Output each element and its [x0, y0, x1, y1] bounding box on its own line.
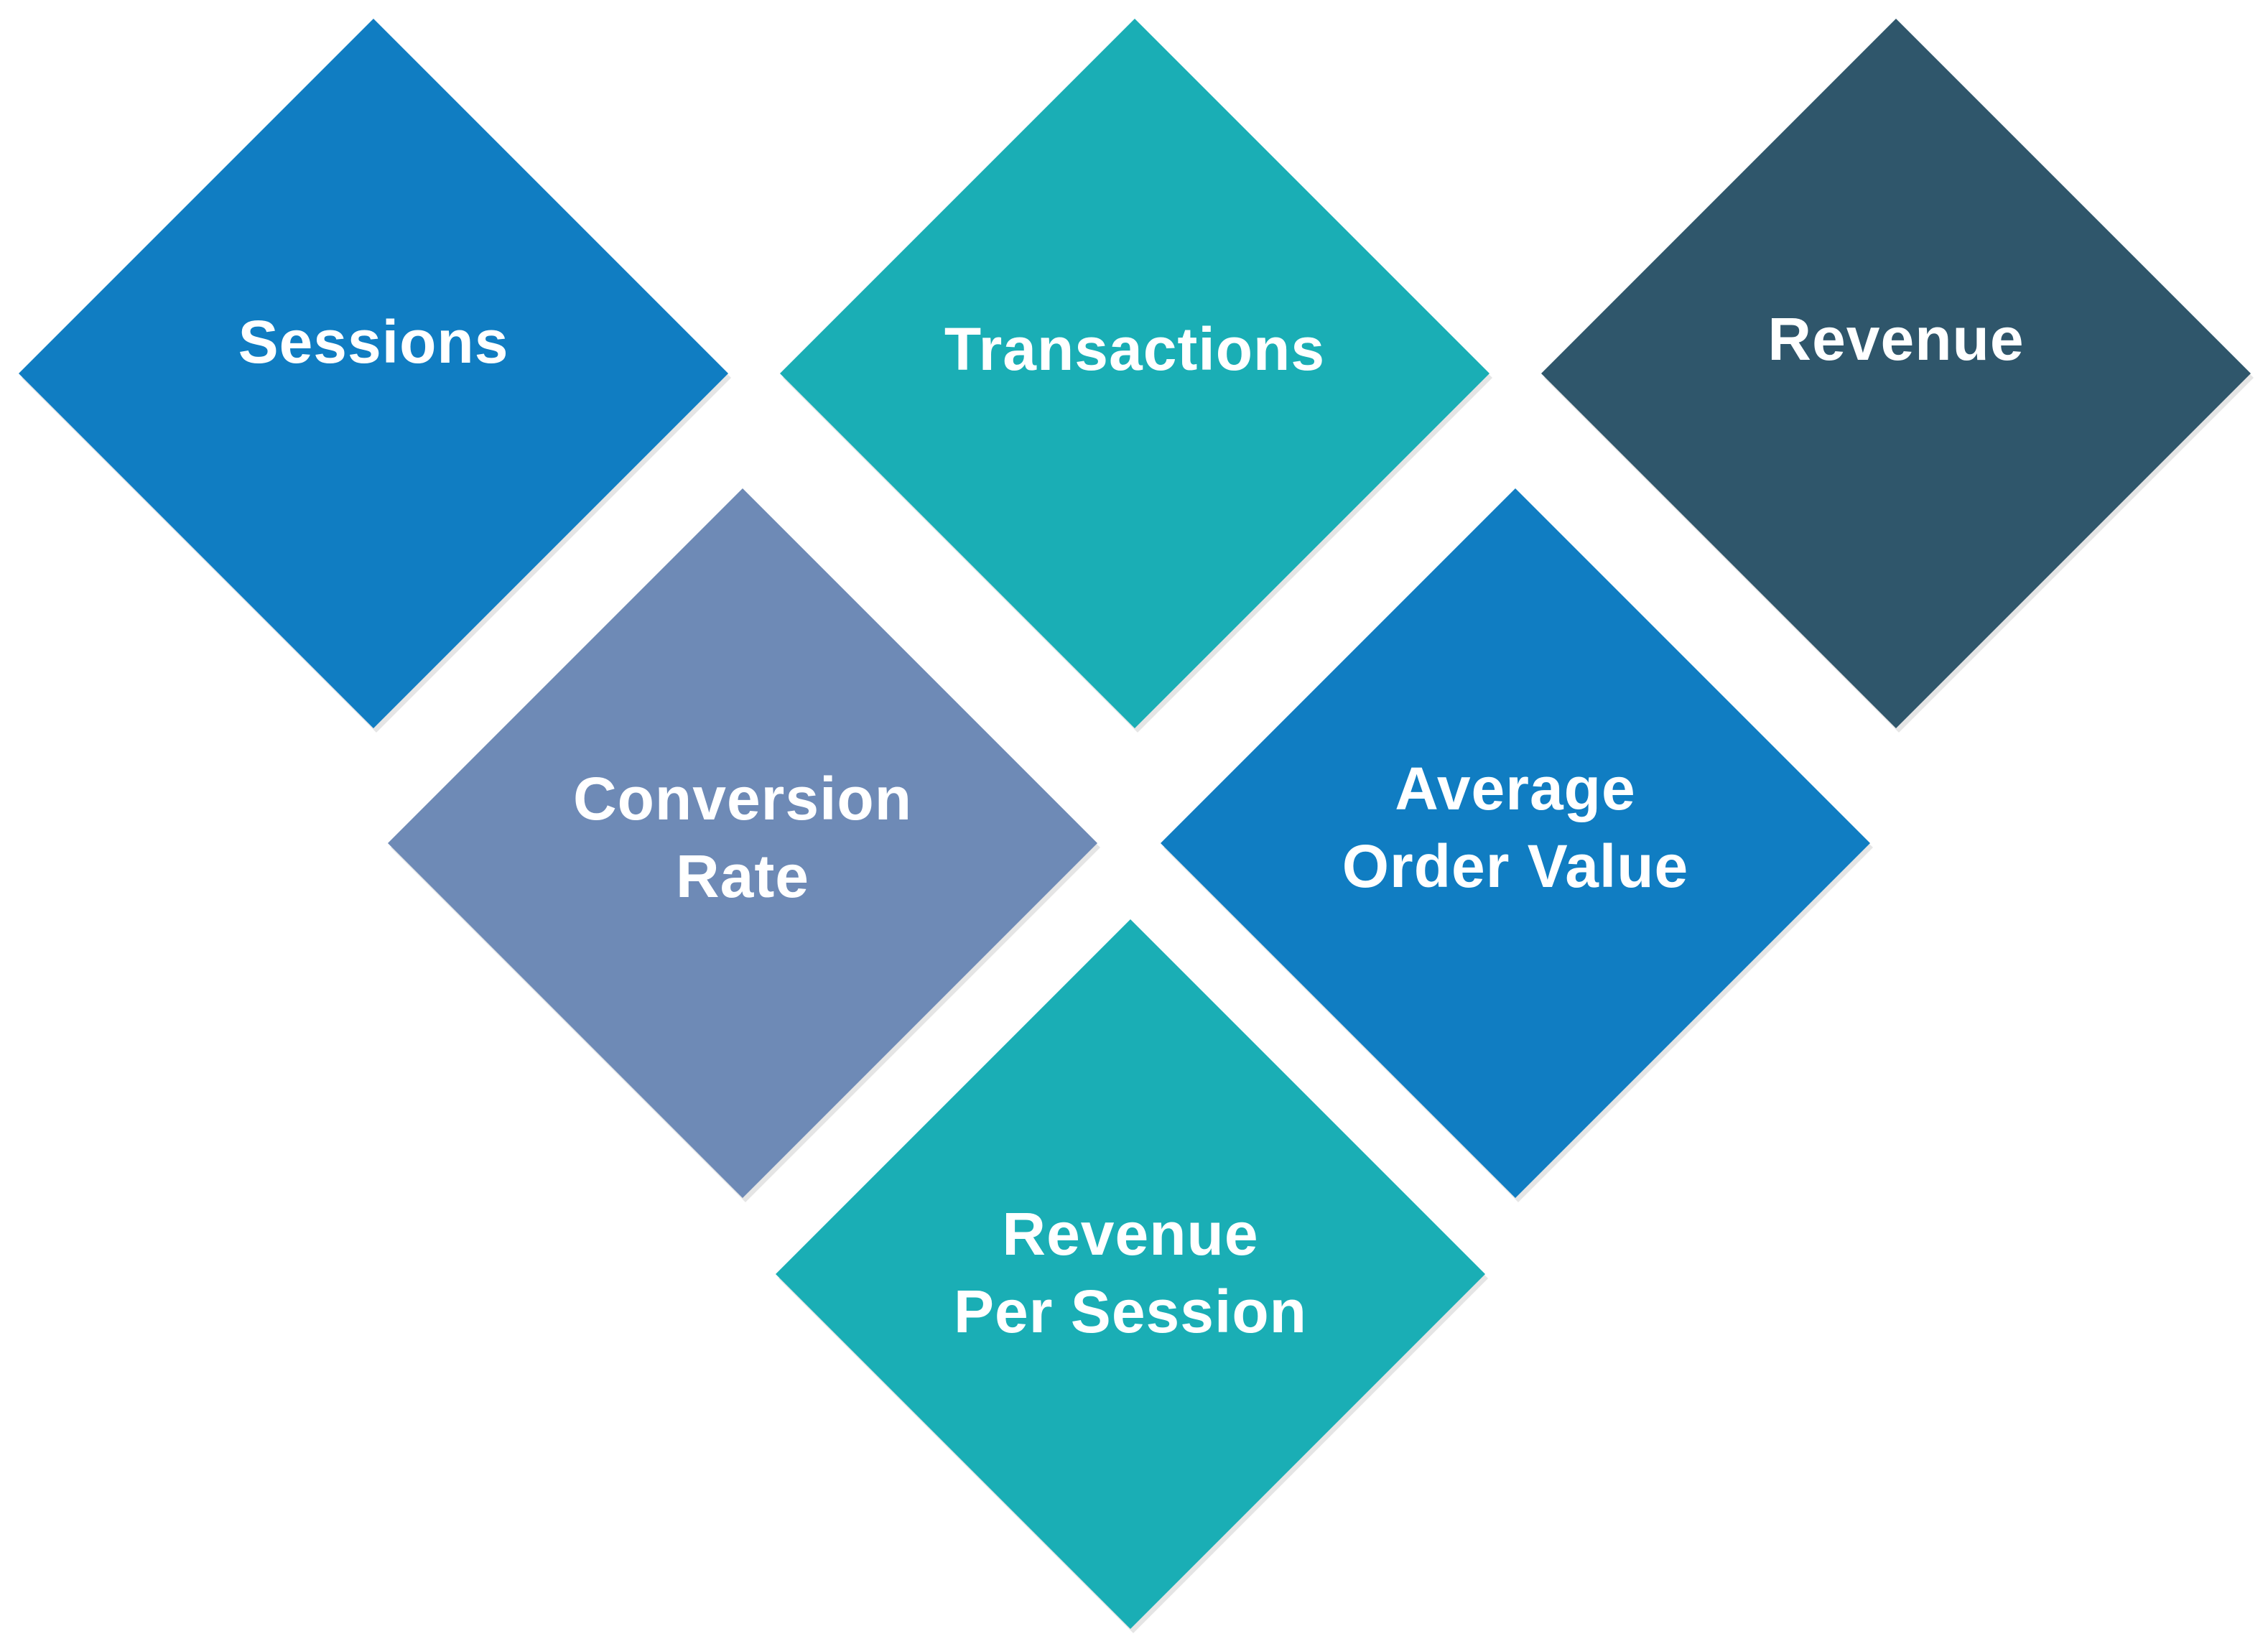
revenue-per-session-diamond: Revenue Per Session: [776, 919, 1488, 1633]
label-line: Conversion: [572, 765, 913, 832]
sessions-label: Sessions: [19, 303, 728, 381]
revenue-per-session-label: Revenue Per Session: [776, 1195, 1485, 1350]
revenue-label: Revenue: [1541, 300, 2251, 378]
sessions-diamond: Sessions: [19, 19, 731, 733]
label-line: Transactions: [944, 315, 1326, 383]
label-line: Rate: [675, 842, 810, 910]
conversion-rate-label: Conversion Rate: [388, 760, 1097, 915]
revenue-diamond: Revenue: [1541, 19, 2254, 733]
label-line: Order Value: [1342, 832, 1689, 900]
label-line: Revenue: [1002, 1200, 1259, 1268]
transactions-label: Transactions: [780, 310, 1489, 388]
label-line: Sessions: [238, 308, 509, 376]
label-line: Revenue: [1767, 305, 2025, 373]
label-line: Average: [1395, 755, 1636, 822]
label-line: Per Session: [954, 1278, 1307, 1345]
conversion-rate-diamond: Conversion Rate: [388, 488, 1100, 1202]
transactions-diamond: Transactions: [780, 19, 1492, 733]
average-order-value-label: Average Order Value: [1161, 750, 1870, 905]
